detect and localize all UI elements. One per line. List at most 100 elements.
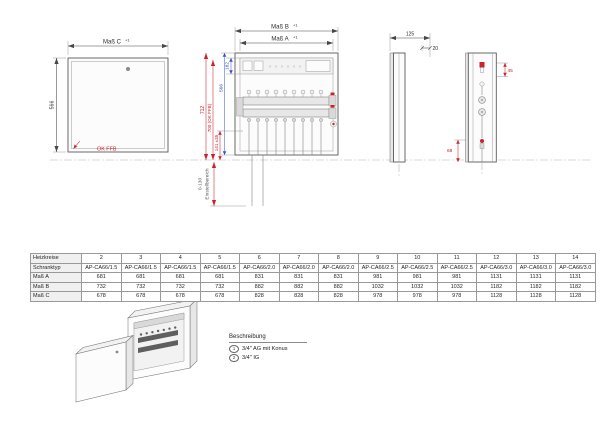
door-inner-edge: [71, 61, 165, 149]
table-cell: 1032: [436, 281, 477, 292]
side-door-leaf: [389, 52, 394, 163]
dim-mass-c-tolerance: +1: [125, 38, 130, 43]
table-cell: 828: [239, 291, 280, 302]
table-cell: 828: [278, 291, 319, 302]
table-cell: 678: [160, 291, 201, 302]
legend-item: 1 3/4" AG mit Konus: [229, 344, 307, 353]
dim-door-20: 20: [433, 46, 439, 52]
table-cell: 14: [555, 253, 596, 264]
dim-axis-141: 141 ±35: [214, 134, 219, 151]
table-cell: AP-CA66/1.5: [160, 262, 201, 273]
table-cell: AP-CA66/1.5: [199, 262, 240, 273]
table-cell: AP-CA66/3.0: [476, 262, 517, 273]
dim-inner-height-566: 566: [219, 84, 225, 92]
table-cell: 681: [199, 272, 240, 283]
table-cell: 831: [318, 272, 359, 283]
table-cell: 678: [120, 291, 161, 302]
table-cell: AP-CA66/1.5: [81, 262, 122, 273]
table-cell: 882: [239, 281, 280, 292]
table-cell: 681: [120, 272, 161, 283]
table-cell: 1131: [476, 272, 517, 283]
bottom-connection-red: [480, 139, 484, 143]
iso-manifold-bar: [138, 340, 178, 353]
table-cell: 978: [357, 291, 398, 302]
table-cell: 732: [199, 281, 240, 292]
iso-manifold-bar: [138, 330, 178, 343]
cabinet-door-panel: [67, 57, 169, 153]
item-balloon-2: 2: [229, 354, 239, 362]
table-cell: 732: [160, 281, 201, 292]
table-cell: 981: [436, 272, 477, 283]
row-label: Maß B: [30, 281, 82, 292]
adjust-range-label: Einstellbereich: [205, 168, 211, 200]
table-cell: 678: [199, 291, 240, 302]
table-cell: 1182: [555, 281, 596, 292]
dim-total-height-712: 712: [200, 106, 206, 115]
dim-mass-c: Maß C: [103, 40, 122, 46]
table-cell: 3: [120, 253, 161, 264]
manifold-bar-bottom: [242, 108, 330, 118]
table-cell: AP-CA66/3.0: [515, 262, 556, 273]
table-cell: 1032: [357, 281, 398, 292]
table-cell: 10: [397, 253, 438, 264]
table-cell: 882: [278, 281, 319, 292]
dim-68: 68: [447, 148, 453, 154]
dim-45: 45: [508, 68, 514, 74]
legend-title: Beschreibung: [229, 334, 307, 343]
legend-item: 2 3/4" IG: [229, 354, 307, 362]
table-cell: AP-CA66/3.0: [555, 262, 596, 273]
table-cell: AP-CA66/2.5: [357, 262, 398, 273]
table-cell: 13: [515, 253, 556, 264]
front-view-open: Maß B +1 Maß A +1 182 566 71: [198, 23, 339, 207]
adjust-range-value: 0-130: [198, 178, 204, 191]
table-cell: 981: [357, 272, 398, 283]
row-label: Maß C: [30, 291, 82, 302]
table-cell: 732: [81, 281, 122, 292]
manifold-bar-top: [242, 96, 330, 106]
iso-open-cabinet: [127, 298, 198, 381]
table-cell: 4: [160, 253, 201, 264]
row-label: Heizkreise: [30, 253, 82, 264]
table-cell: 732: [120, 281, 161, 292]
dim-depth-125: 125: [406, 32, 415, 38]
dim-mass-a: Maß A: [271, 37, 288, 43]
table-cell: 978: [436, 291, 477, 302]
table-cell: 678: [81, 291, 122, 302]
table-cell: 981: [397, 272, 438, 283]
dim-okffb-700: 700 (OK FFB): [207, 103, 212, 132]
legend-item-label: 3/4" AG mit Konus: [242, 345, 288, 352]
dim-height-566: 566: [50, 101, 56, 110]
iso-closed-cabinet: [75, 334, 134, 403]
valve-handle-red: [330, 92, 335, 96]
floor-level-arrow: [73, 140, 81, 149]
isometric-views: [75, 298, 198, 403]
table-cell: 1182: [476, 281, 517, 292]
flowmeter-section: [479, 81, 485, 87]
side-view-closed: 125 20: [389, 32, 439, 176]
table-cell: 1128: [476, 291, 517, 302]
top-connection-red: [479, 62, 485, 68]
table-cell: 1131: [515, 272, 556, 283]
table-cell: 1032: [397, 281, 438, 292]
table-cell: 1182: [515, 281, 556, 292]
table-cell: 978: [397, 291, 438, 302]
door-lock-icon: [126, 67, 130, 71]
table-cell: 681: [160, 272, 201, 283]
row-label: Maß A: [30, 272, 82, 283]
table-cell: 1128: [555, 291, 596, 302]
table-cell: 1128: [515, 291, 556, 302]
table-cell: AP-CA66/2.5: [436, 262, 477, 273]
row-label: Schranktyp: [30, 262, 82, 273]
table-cell: 6: [239, 253, 280, 264]
dim-mass-a-tolerance: +1: [293, 35, 298, 40]
table-cell: AP-CA66/2.5: [397, 262, 438, 273]
dim-mass-b-tolerance: +1: [293, 23, 298, 28]
table-cell: 12: [476, 253, 517, 264]
